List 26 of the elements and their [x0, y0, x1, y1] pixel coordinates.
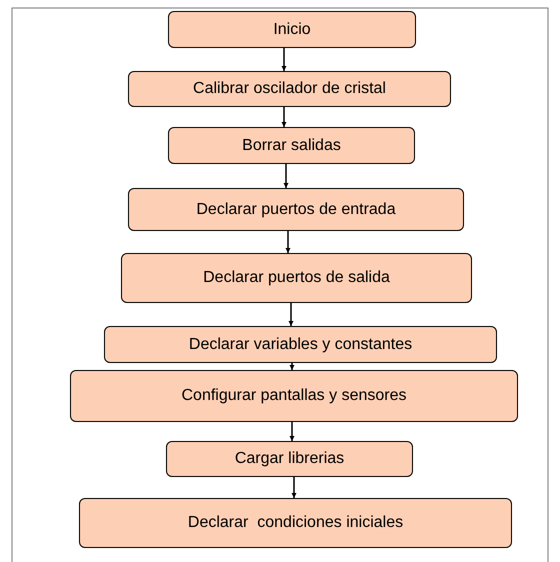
arrow	[292, 477, 296, 498]
step-label: Declarar puertos de salida	[203, 269, 390, 287]
process-box	[166, 441, 413, 477]
arrow	[286, 231, 290, 253]
step-label: Borrar salidas	[242, 136, 341, 154]
step-label: Configurar pantallas y sensores	[181, 387, 406, 405]
step-label: Declarar condiciones iniciales	[188, 514, 404, 532]
arrow	[282, 107, 286, 127]
step-label: Inicio	[273, 20, 311, 38]
arrow	[290, 422, 294, 441]
process-box	[168, 127, 415, 164]
process-box	[128, 188, 464, 231]
arrow	[288, 303, 294, 326]
arrow	[290, 363, 294, 370]
arrow	[282, 48, 286, 71]
step-label: Declarar variables y constantes	[188, 336, 412, 354]
step-label: Cargar librerias	[234, 450, 344, 468]
process-box	[168, 11, 416, 48]
arrow	[284, 164, 288, 188]
process-box	[121, 253, 472, 303]
process-box	[79, 498, 512, 548]
step-label: Calibrar oscilador de cristal	[193, 80, 386, 98]
process-box	[70, 370, 518, 422]
step-label: Declarar puertos de entrada	[196, 200, 396, 218]
process-box	[104, 326, 497, 363]
process-box	[128, 71, 451, 107]
